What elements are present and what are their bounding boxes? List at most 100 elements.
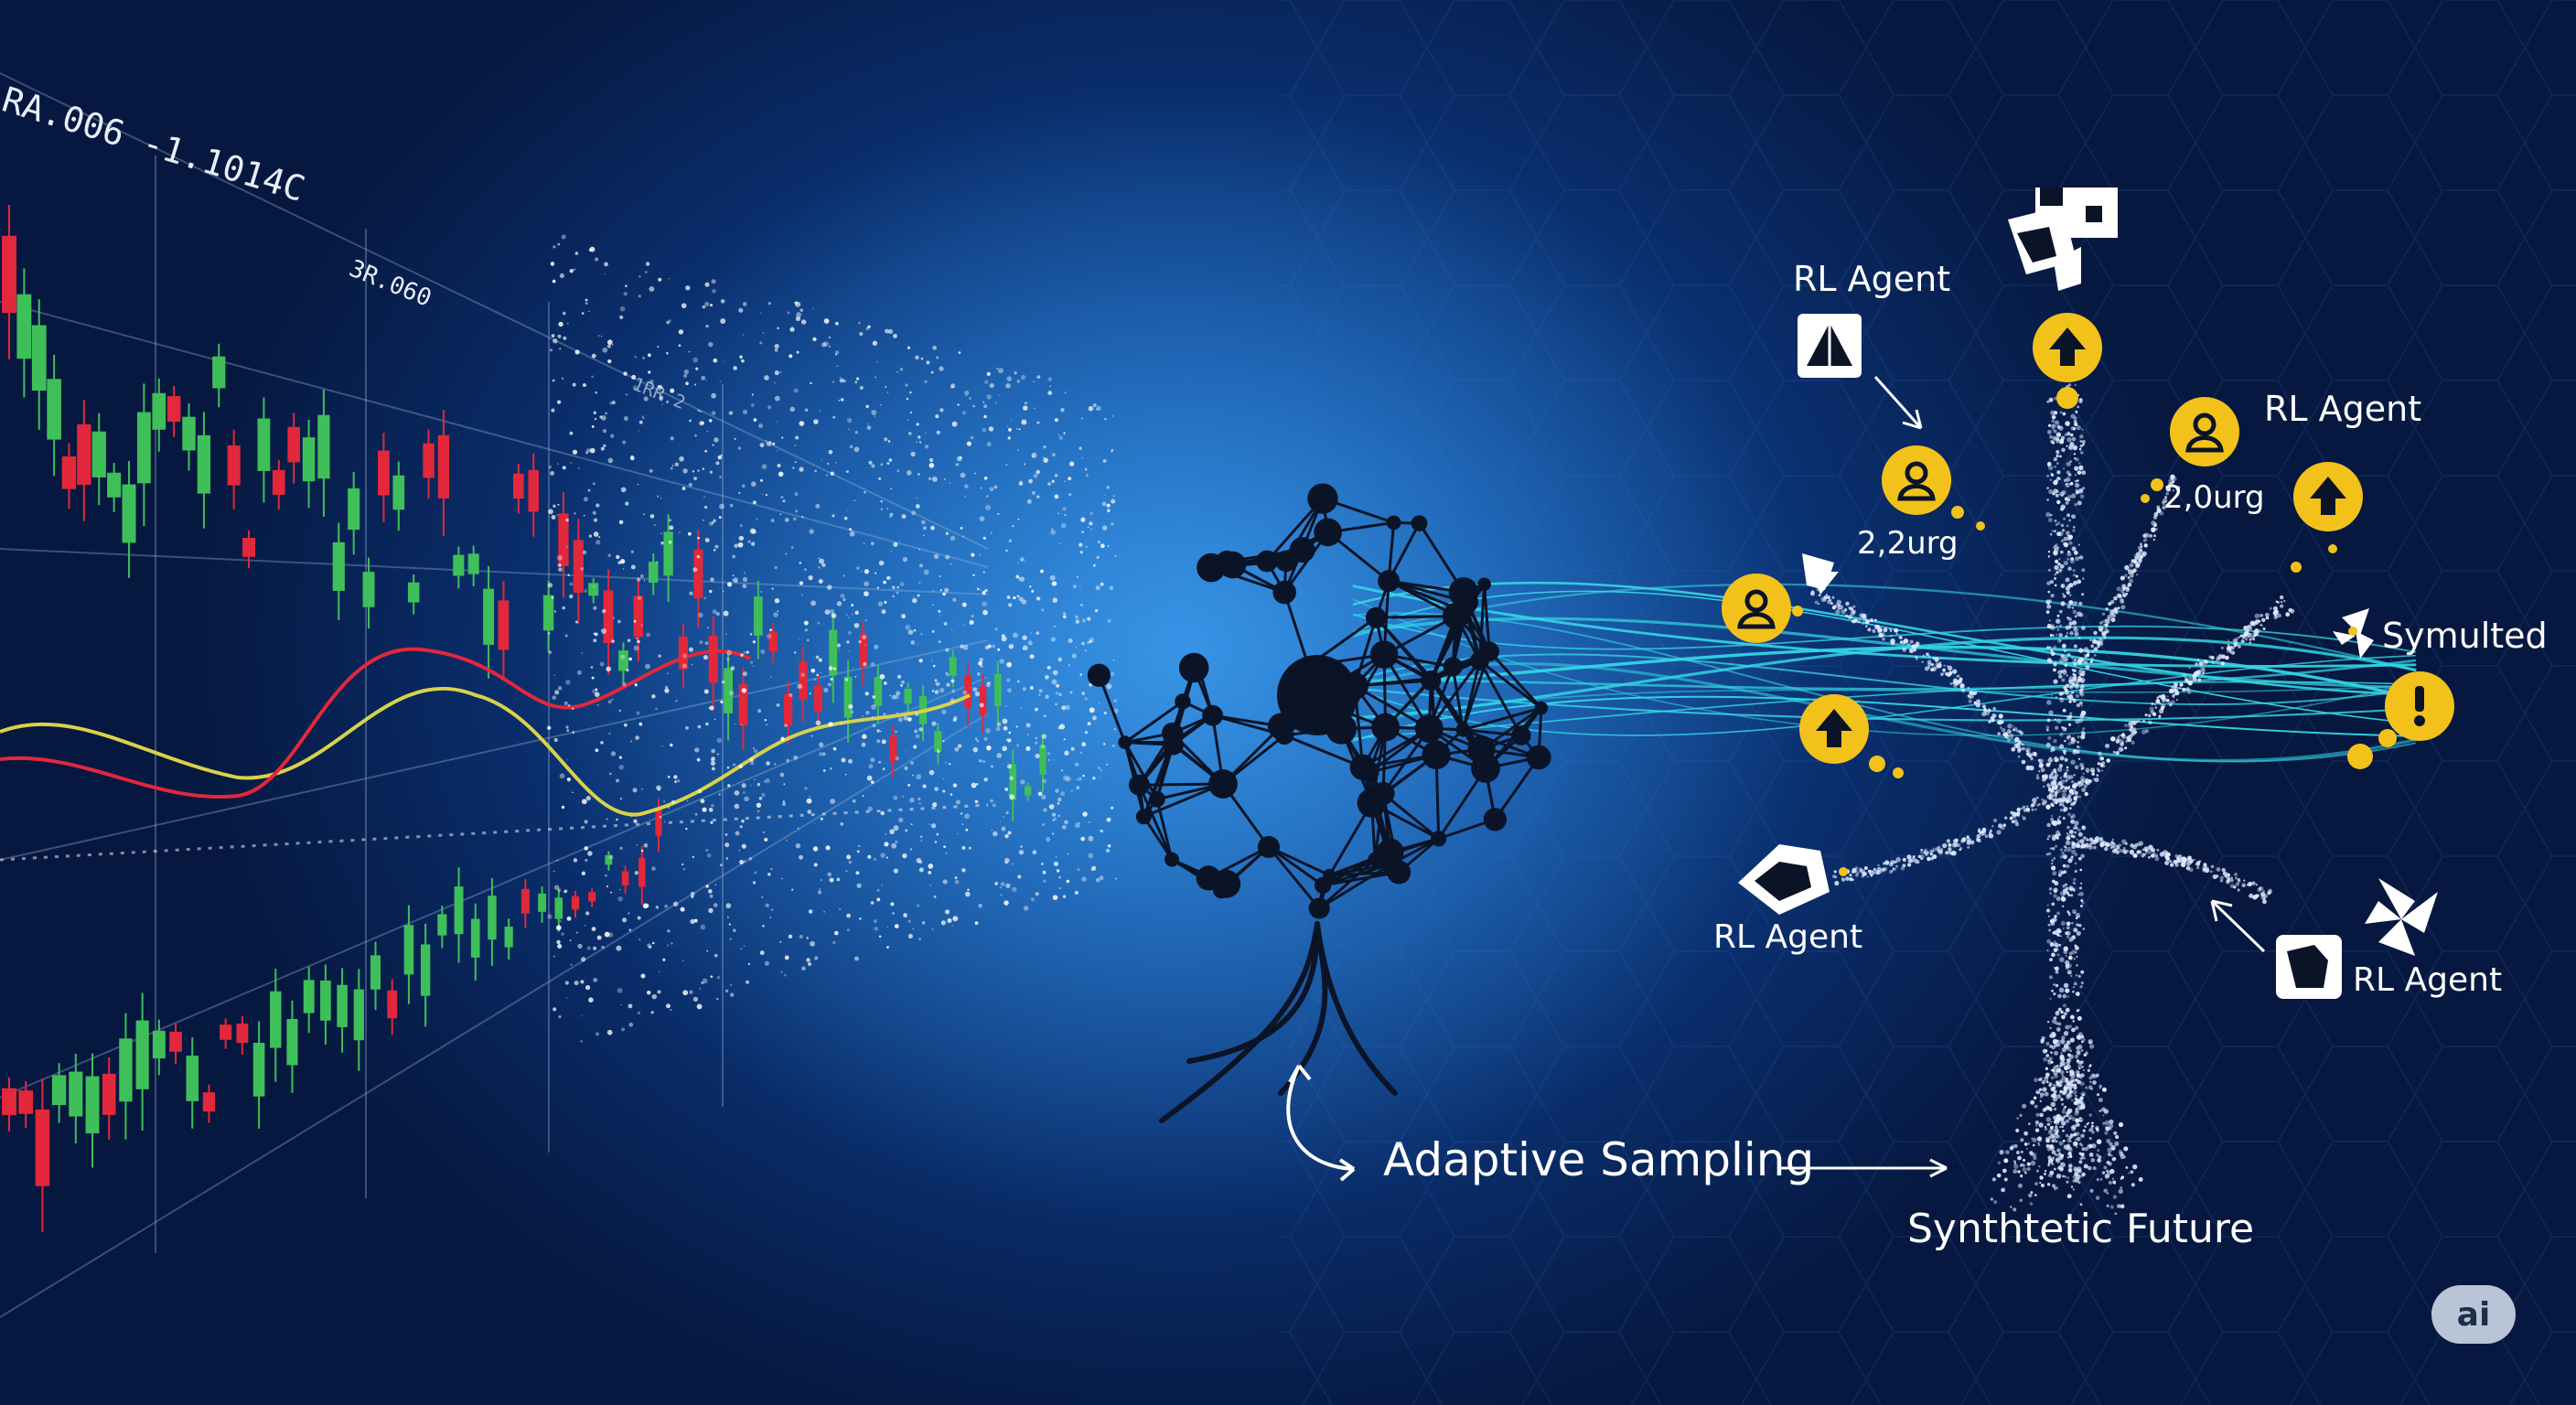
candlestick xyxy=(119,1013,133,1140)
candlestick xyxy=(768,623,778,663)
candlestick xyxy=(51,1063,67,1123)
candlestick xyxy=(754,581,763,660)
up-arrow-node-icon xyxy=(2293,462,2363,531)
candlestick xyxy=(1009,749,1016,821)
candlestick xyxy=(605,851,613,871)
candlestick xyxy=(348,471,360,555)
label-agent-bottom-left: RL Agent xyxy=(1713,918,1862,956)
candlestick xyxy=(272,460,285,510)
arrow-to-synthetic-future xyxy=(1779,1158,1948,1178)
candlestick xyxy=(242,530,256,569)
candlestick xyxy=(77,400,91,521)
candlestick xyxy=(488,878,497,966)
label-agent-bottom-right: RL Agent xyxy=(2353,961,2502,999)
candlestick xyxy=(588,888,596,907)
candlesticks-upper xyxy=(2,205,1046,821)
candlestick xyxy=(573,519,584,625)
candlestick xyxy=(152,378,166,452)
candlestick xyxy=(122,460,136,578)
arrow-to-agent-bottom-right xyxy=(2210,899,2266,953)
candlestick xyxy=(437,410,450,537)
candlestick xyxy=(102,1056,116,1140)
candlestick xyxy=(693,530,703,628)
candlestick xyxy=(286,1000,298,1093)
candlestick xyxy=(483,566,495,679)
ai-badge: ai xyxy=(2431,1285,2516,1344)
candlestick xyxy=(403,905,414,1004)
candlestick xyxy=(571,890,580,918)
candlestick xyxy=(512,463,524,514)
candlestick xyxy=(934,722,942,765)
candlestick xyxy=(874,665,883,724)
candlestick xyxy=(738,668,748,750)
label-adaptive-sampling: Adaptive Sampling xyxy=(1383,1133,1814,1186)
candlestick xyxy=(639,845,646,905)
candlestick xyxy=(387,979,398,1035)
candlestick xyxy=(16,268,32,398)
candlestick xyxy=(829,611,838,703)
label-agent-right: RL Agent xyxy=(2264,389,2421,429)
label-synthetic-future: Synthtetic Future xyxy=(1907,1206,2254,1252)
candlestick xyxy=(320,964,331,1045)
candlestick xyxy=(454,867,464,963)
candlestick xyxy=(317,389,330,517)
candlestick xyxy=(554,888,564,932)
small-gear-glyph-icon xyxy=(1802,553,1839,595)
candlestick xyxy=(61,443,77,509)
candlestick xyxy=(182,402,196,471)
candlestick xyxy=(558,492,569,598)
candlestick xyxy=(2,205,16,359)
candlestick xyxy=(1039,734,1046,792)
candlestick xyxy=(423,429,435,499)
candlestick xyxy=(152,1019,166,1076)
candlestick xyxy=(236,1015,249,1055)
candlestick xyxy=(588,577,599,604)
candlestick xyxy=(504,918,513,960)
person-node-icon xyxy=(2170,397,2239,467)
candlestick xyxy=(135,992,149,1131)
candlestick xyxy=(47,354,61,477)
candlestick xyxy=(437,906,447,949)
blocks-cluster-icon xyxy=(2008,188,2118,291)
candlestick xyxy=(392,461,405,531)
candlestick xyxy=(202,1084,216,1123)
candlestick xyxy=(407,574,420,615)
particle-cloud xyxy=(547,234,1119,1043)
candlestick xyxy=(186,1037,199,1129)
candlesticks-lower xyxy=(2,799,662,1232)
candlestick xyxy=(252,1021,265,1129)
candlestick xyxy=(370,941,381,1011)
candlestick xyxy=(618,642,628,683)
exclamation-node-icon xyxy=(2385,671,2454,741)
candlestick xyxy=(994,660,1002,725)
candlestick xyxy=(663,514,673,603)
candlestick xyxy=(1024,782,1032,801)
pyramid-square-icon xyxy=(1798,314,1862,378)
candlestick xyxy=(859,621,867,687)
candlestick xyxy=(18,1080,34,1129)
center-glow xyxy=(531,91,1811,1226)
synthetic-future-tree xyxy=(1810,383,2295,1216)
candlestick xyxy=(287,413,300,484)
candlestick xyxy=(724,649,734,741)
cube-square-icon xyxy=(2276,935,2342,999)
candlestick xyxy=(2,1077,16,1132)
candlestick xyxy=(166,385,181,437)
candlestick xyxy=(470,903,480,981)
label-value-right: 2,0urg xyxy=(2163,479,2265,516)
candlestick xyxy=(353,969,364,1071)
candlestick xyxy=(337,968,348,1053)
candlestick xyxy=(136,383,151,527)
hexagon-shield-icon xyxy=(1738,844,1830,915)
person-node-icon xyxy=(1882,445,1951,515)
candlestick xyxy=(799,646,808,723)
moving-average-red xyxy=(0,647,751,799)
candlestick xyxy=(302,419,316,509)
moving-average-yellow xyxy=(0,686,971,817)
candlestick xyxy=(888,725,897,778)
candlestick xyxy=(498,580,510,680)
candlestick xyxy=(212,343,226,408)
candlestick xyxy=(362,557,375,628)
candlestick xyxy=(107,462,122,512)
